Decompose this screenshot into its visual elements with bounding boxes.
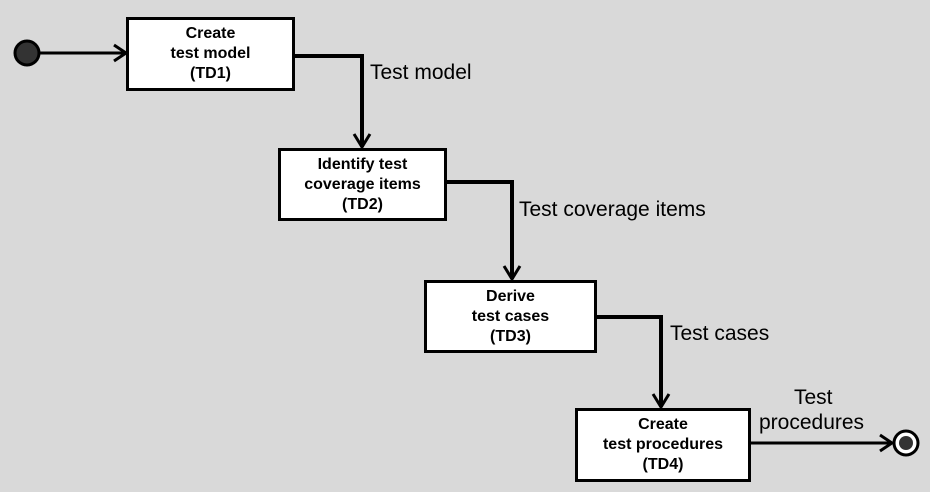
activity-label-line1: Identify test bbox=[317, 155, 408, 173]
activity-label-line2: coverage items bbox=[304, 175, 421, 193]
arrowhead-td2-td3 bbox=[502, 265, 522, 282]
activity-label-line1: Derive bbox=[486, 287, 535, 305]
arrowhead-td1-td2 bbox=[352, 133, 372, 150]
flow-label-test-coverage-items: Test coverage items bbox=[519, 198, 706, 221]
activity-derive-test-cases: Derive test cases (TD3) bbox=[424, 280, 597, 353]
activity-label-line3: (TD1) bbox=[190, 65, 231, 82]
flow-label-test-procedures-line2: procedures bbox=[759, 411, 865, 434]
end-node-inner bbox=[899, 436, 913, 450]
flow-label-test-procedures-line1: Test bbox=[794, 386, 833, 409]
activity-label-line3: (TD3) bbox=[490, 327, 531, 345]
flow-td2-to-td3 bbox=[446, 180, 514, 279]
flow-td1-to-td2 bbox=[294, 54, 364, 147]
activity-label-line2: test model bbox=[170, 45, 251, 62]
flow-label-test-cases: Test cases bbox=[670, 322, 770, 345]
activity-identify-test-coverage-items: Identify test coverage items (TD2) bbox=[278, 148, 447, 221]
activity-create-test-procedures: Create test procedures (TD4) bbox=[575, 408, 751, 482]
activity-label-line3: (TD4) bbox=[642, 456, 684, 473]
activity-label-line1: Create bbox=[185, 25, 236, 42]
activity-label-line1: Create bbox=[638, 416, 688, 433]
activity-label-line2: test cases bbox=[471, 307, 550, 325]
flow-td3-to-td4 bbox=[596, 315, 663, 407]
arrowhead-td3-td4 bbox=[651, 393, 671, 410]
arrowhead-td4-end bbox=[879, 433, 895, 453]
activity-create-test-model: Create test model (TD1) bbox=[126, 17, 295, 91]
start-node bbox=[13, 39, 41, 67]
activity-label-line2: test procedures bbox=[602, 436, 724, 453]
flow-label-test-model: Test model bbox=[370, 61, 472, 84]
activity-label-line3: (TD2) bbox=[342, 195, 383, 213]
